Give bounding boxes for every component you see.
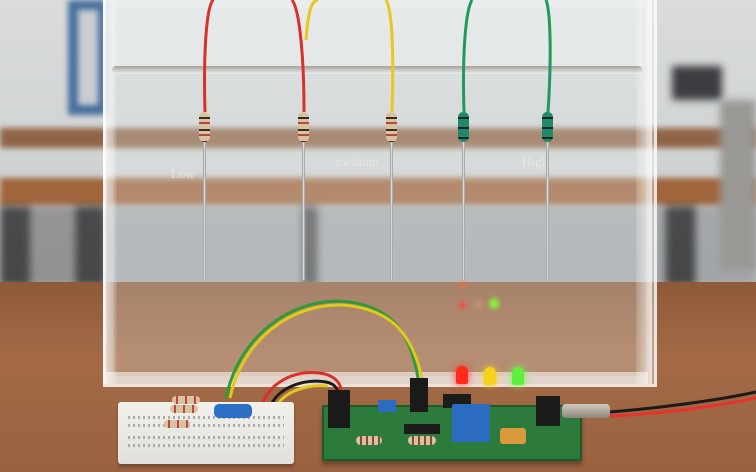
pin-header-middle — [410, 378, 428, 412]
breadboard-resistor-3 — [164, 420, 190, 428]
background-post — [720, 100, 756, 270]
probe-resistor-2 — [298, 112, 309, 142]
led-green — [512, 367, 524, 385]
pin-header-left — [328, 390, 350, 428]
relay — [452, 404, 490, 442]
breadboard-holes — [128, 416, 284, 419]
probe-1 — [203, 140, 206, 282]
background-shelf-inner — [78, 10, 98, 105]
probe-2 — [302, 140, 305, 280]
tank-air-region — [112, 0, 642, 66]
background-desk — [0, 178, 756, 206]
power-plug — [562, 404, 610, 418]
tank-left-wall — [103, 0, 117, 384]
probe-4 — [462, 140, 465, 280]
breadboard-holes — [128, 444, 284, 447]
pcb-resistor-2 — [408, 436, 436, 445]
led-reflection-green — [489, 298, 499, 309]
background-dark-object — [672, 66, 722, 100]
probe-resistor-5 — [542, 112, 553, 142]
led-reflection-red — [460, 282, 466, 288]
breadboard-resistor-2 — [170, 405, 198, 413]
probe-resistor-3 — [386, 112, 397, 142]
ic-chip — [404, 424, 440, 434]
dc-power-jack — [536, 396, 560, 426]
label-medium: medium — [336, 154, 379, 169]
probe-resistor-4 — [458, 112, 469, 142]
small-blue-component — [378, 400, 396, 412]
background-desk-back — [0, 128, 756, 148]
tank-right-wall — [636, 0, 652, 384]
led-red — [456, 366, 468, 384]
probe-resistor-1 — [199, 112, 210, 142]
breadboard-resistor-1 — [172, 396, 200, 404]
led-reflection-red-2 — [459, 302, 466, 309]
breadboard-holes — [128, 436, 284, 439]
water-surface — [112, 66, 642, 74]
led-yellow — [484, 367, 496, 385]
led-reflection-yellow — [474, 300, 483, 309]
probe-5 — [546, 140, 549, 280]
breadboard — [118, 402, 294, 464]
label-high: High — [522, 154, 548, 169]
background-desk-legs — [0, 206, 756, 286]
probe-3 — [390, 140, 393, 280]
label-low: Low — [171, 166, 195, 181]
blue-capacitor — [214, 404, 252, 418]
trimmer-potentiometer — [500, 428, 526, 444]
water-tank — [103, 0, 657, 387]
pcb-resistor-1 — [356, 436, 382, 445]
breadboard-holes — [128, 424, 284, 427]
